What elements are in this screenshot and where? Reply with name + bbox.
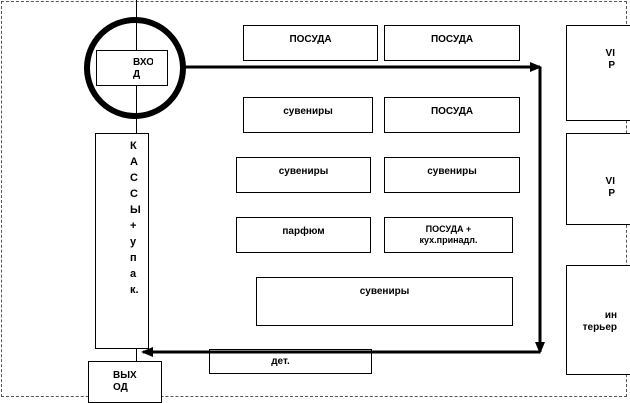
stand-label: VI P (605, 176, 615, 199)
stand-label: VI P (605, 48, 615, 71)
stand-suveniry-1: сувениры (243, 97, 373, 133)
stand-label: дет. (271, 356, 290, 367)
entrance-box: ВХО Д (96, 50, 168, 86)
stand-suveniry-2: сувениры (236, 157, 371, 193)
stand-vip-1: VI P (566, 25, 630, 121)
stand-label: сувениры (283, 106, 333, 117)
stand-interier: ин терьер (566, 265, 630, 375)
stand-label: ПОСУДА (289, 34, 332, 45)
stand-posuda-3: ПОСУДА (384, 97, 520, 133)
entrance-highlight-circle (84, 17, 186, 119)
stand-suveniry-3: сувениры (384, 157, 520, 193)
stand-label: сувениры (278, 166, 329, 177)
stand-label: ин терьер (582, 310, 617, 333)
stand-label: сувениры (359, 286, 410, 297)
stand-parfum: парфюм (236, 217, 371, 253)
stand-suveniry-4: сувениры (256, 277, 513, 326)
stand-posuda-2: ПОСУДА (384, 25, 520, 61)
cash-desk-stand: КАССЫ+упак. (95, 133, 149, 349)
stand-posuda-1: ПОСУДА (243, 25, 378, 61)
stand-label: сувениры (427, 166, 477, 177)
exit-label: ВЫХ ОД (113, 370, 137, 393)
entrance-label: ВХО Д (133, 57, 153, 80)
cash-desk-label: КАССЫ+упак. (130, 140, 141, 296)
stand-label: ПОСУДА (430, 34, 474, 45)
stand-posuda-kux: ПОСУДА + кух.принадл. (384, 217, 513, 253)
stand-vip-2: VI P (566, 133, 630, 225)
stand-label: парфюм (282, 226, 325, 237)
stand-label: ПОСУДА + кух.принадл. (419, 224, 478, 245)
stand-label: ПОСУДА (430, 106, 474, 117)
